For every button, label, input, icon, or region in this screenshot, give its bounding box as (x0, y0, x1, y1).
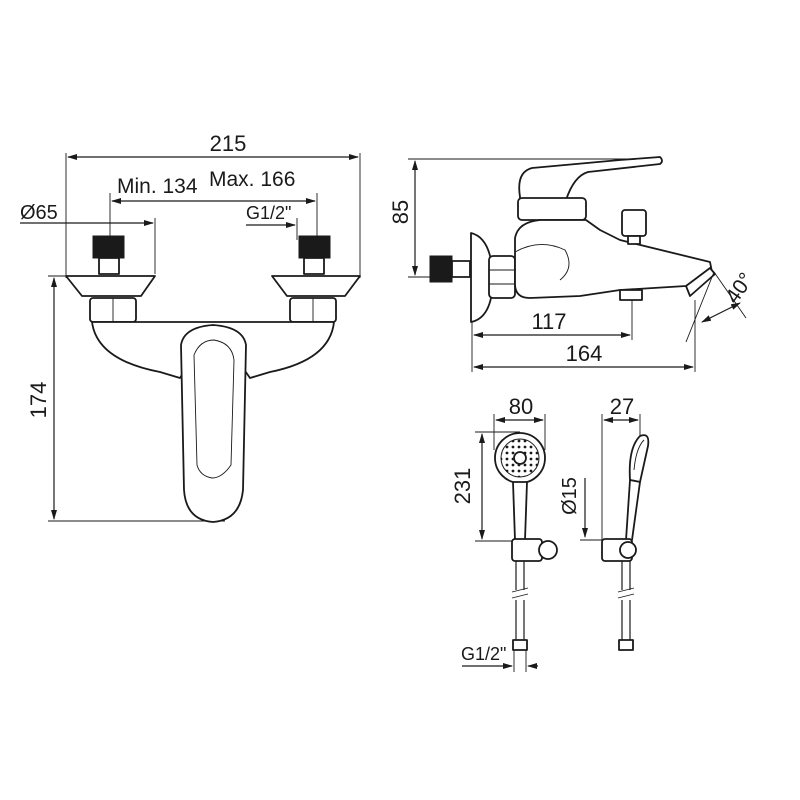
flange-diameter-label: Ø65 (20, 202, 58, 224)
overall-depth-label: 164 (566, 341, 603, 366)
dim-flange-diameter: Ø65 (20, 202, 156, 274)
dim-spout-reach: 117 (471, 300, 633, 372)
handle-diameter-label: Ø15 (559, 477, 581, 515)
dim-spacing: Min. 134 Max. 166 (109, 168, 318, 240)
side-view: 85 (388, 156, 758, 372)
dim-thread-hose: G1/2" (461, 644, 538, 672)
front-height-label: 174 (26, 382, 51, 419)
dim-thread-top: G1/2" (246, 203, 298, 240)
max-spacing-label: Max. 166 (209, 168, 295, 191)
mixer-side-body (429, 156, 716, 323)
shower-head-width-label: 80 (509, 394, 533, 419)
dim-shower-head-width: 80 (493, 394, 546, 450)
dim-shower-head-depth: 27 (601, 394, 641, 560)
shower-head-height-label: 231 (450, 468, 475, 505)
thread-hose-label: G1/2" (461, 644, 506, 664)
overall-width-label: 215 (210, 131, 247, 156)
dim-front-height: 174 (26, 275, 225, 522)
dim-overall-depth: 164 (473, 300, 696, 372)
dim-side-height: 85 (388, 158, 660, 278)
thread-top-label: G1/2" (246, 203, 291, 223)
dim-handle-diameter: Ø15 (559, 477, 615, 541)
dim-shower-head-height: 231 (450, 431, 520, 542)
mixer-front-body (65, 235, 361, 523)
shower-front-view: 80 231 G1/2" (450, 394, 558, 672)
front-view: 215 Min. 134 Max. 166 Ø65 G1/2" 174 (20, 131, 361, 523)
min-spacing-label: Min. 134 (117, 175, 198, 198)
shower-side-view: 27 Ø15 (559, 394, 650, 651)
dim-overall-width: 215 (65, 131, 361, 278)
spout-angle-label: 40° (721, 269, 758, 308)
spout-reach-label: 117 (531, 309, 566, 334)
side-height-label: 85 (388, 200, 413, 224)
shower-head-depth-label: 27 (610, 394, 634, 419)
